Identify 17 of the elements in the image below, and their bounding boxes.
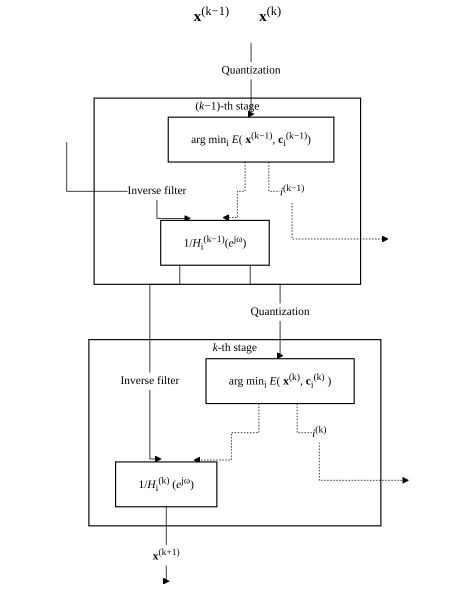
edge-label: Inverse filter: [120, 374, 180, 388]
edge-label: Inverse filter: [128, 184, 186, 198]
edge-label: Quantization: [221, 64, 281, 76]
edge-label: i$^{(k)}$: [312, 424, 326, 440]
arrow: [222, 162, 246, 221]
node-box: arg min$_{i}$ E( x$^{(k)}$, c$_{i}$$^{(k)}$ ): [205, 358, 355, 404]
arrow: [194, 403, 260, 464]
signal-label: x$^{(k−1)}$: [194, 4, 230, 26]
node-box: 1/H$_{i}$$^{(k−1)}$(e$^{jω}$): [160, 220, 270, 266]
node-box: 1/H$_{i}$$^{(k)}$ (e$^{jω}$): [115, 461, 218, 508]
signal-label: x$^{(k)}$: [259, 4, 282, 26]
arrow: [296, 403, 409, 484]
node-box: arg min$_{i}$ E( x$^{(k−1)}$, c$_{i}$$^{(k−1)}$): [168, 116, 334, 163]
edge-label: Quantization: [250, 306, 310, 318]
edge-label: i$^{(k−1)}$: [280, 182, 304, 199]
edge-label: x$^{(k+1)}$: [152, 546, 180, 562]
arrow: [150, 264, 180, 462]
